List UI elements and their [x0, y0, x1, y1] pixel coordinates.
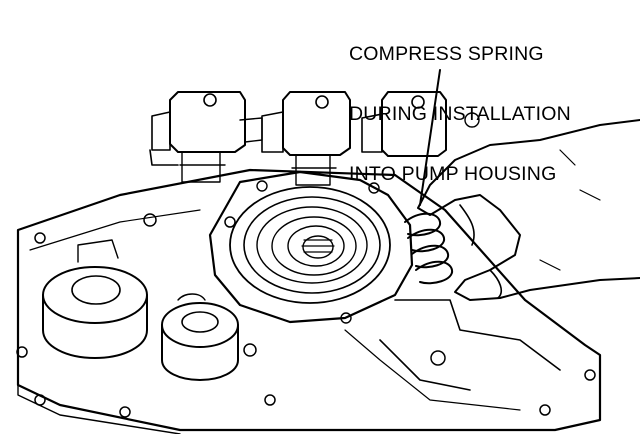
callout-line-3: INTO PUMP HOUSING [349, 163, 557, 185]
valve-hub-left [42, 239, 148, 359]
base-plate-ridge [29, 209, 521, 411]
pump-housing [208, 170, 414, 324]
spring [404, 212, 454, 285]
solenoid-right [361, 91, 480, 157]
callout-line-1: COMPRESS SPRING [349, 43, 544, 65]
lower-right-detail [379, 299, 561, 391]
callout-line-2: DURING INSTALLATION [349, 103, 571, 125]
solenoid-left [149, 91, 263, 183]
callout-text: COMPRESS SPRING DURING INSTALLATION INTO… [349, 4, 635, 204]
accumulator-center [161, 293, 239, 381]
hand [417, 119, 640, 301]
base-plate [16, 168, 602, 432]
fastener-bolts [16, 213, 596, 418]
solenoid-middle [261, 91, 351, 186]
